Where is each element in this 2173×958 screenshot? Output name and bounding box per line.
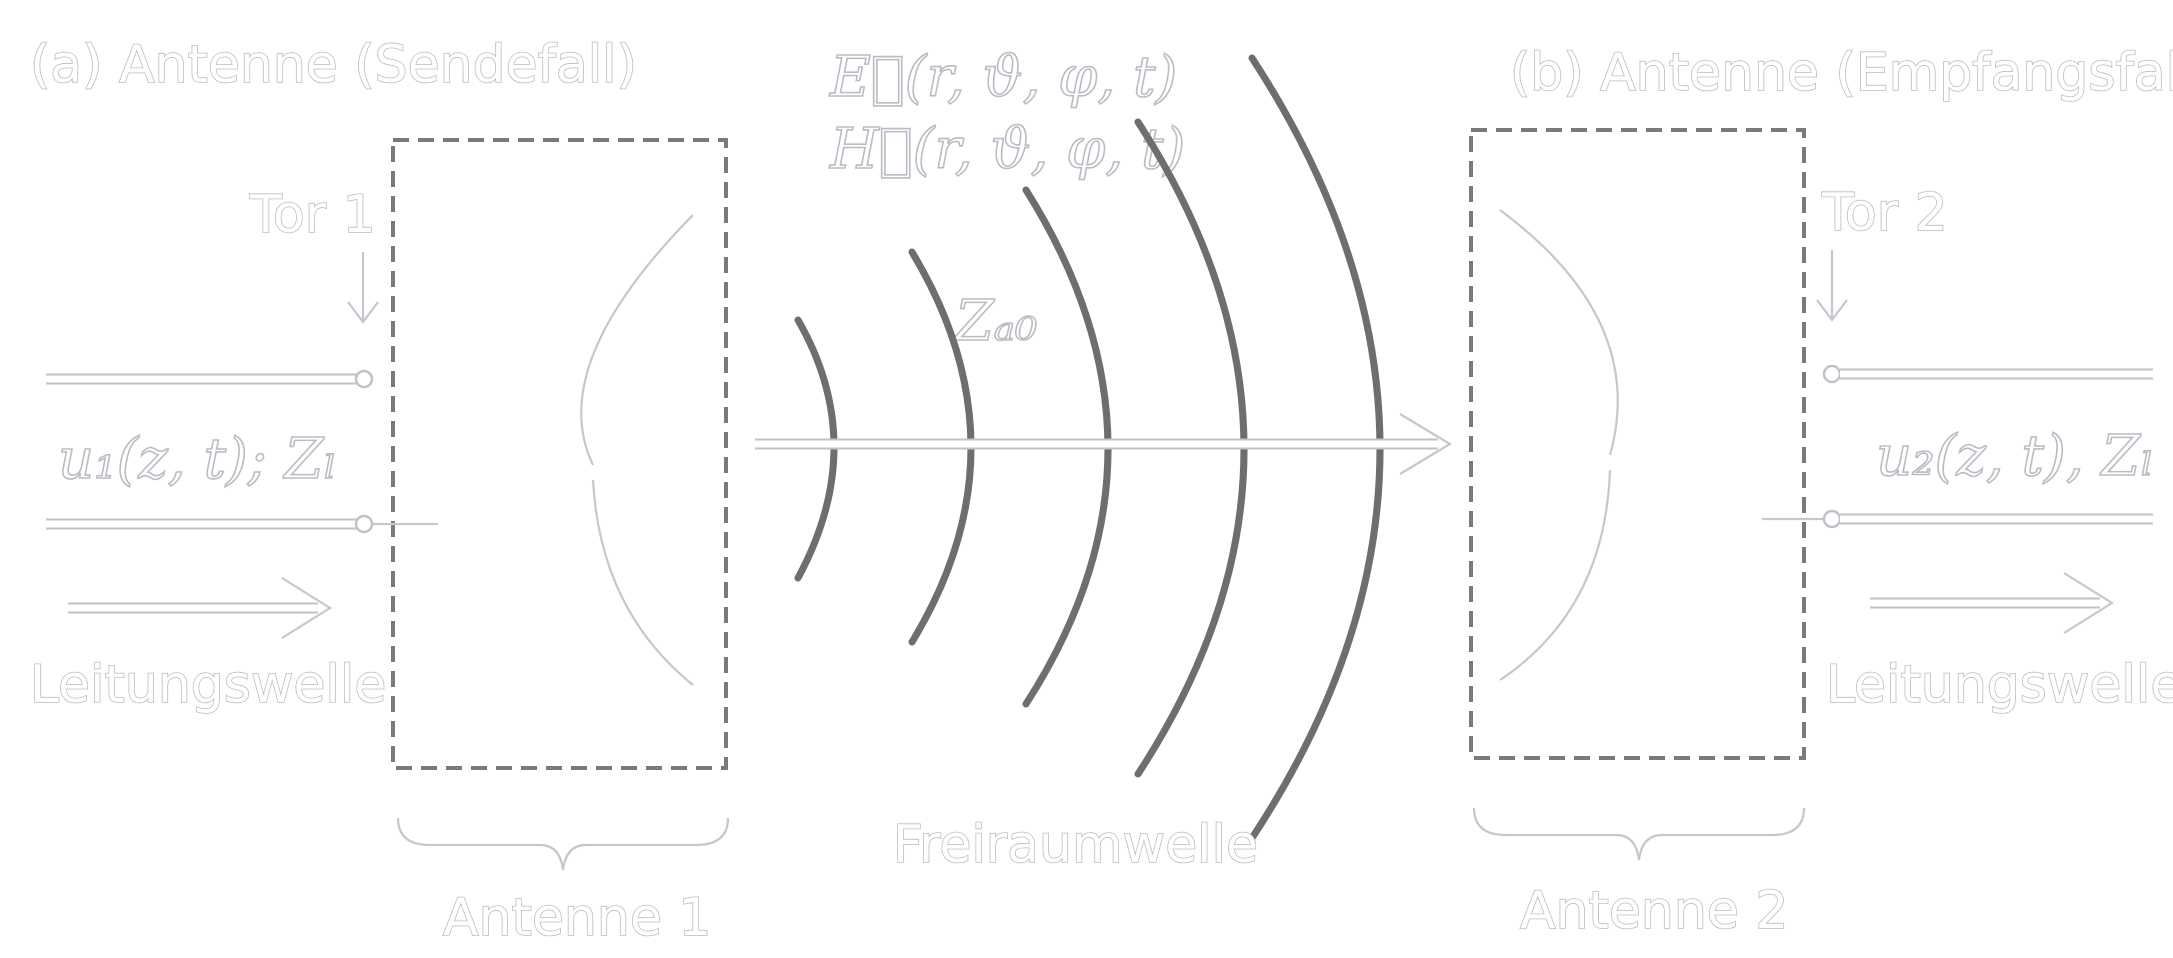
svg-text:H⃗(r, ϑ, φ, t): H⃗(r, ϑ, φ, t)	[829, 117, 1185, 182]
port2-node-top	[1822, 364, 1842, 384]
port1-node-top	[354, 369, 374, 389]
antenna2-arc-bottom	[1499, 469, 1612, 681]
e-field-label: E⃗(r, ϑ, φ, t)	[828, 44, 1178, 111]
antenna1-box	[391, 138, 728, 770]
line-wave-arrow-right	[1870, 572, 2115, 634]
line-wave-arrow-left	[68, 577, 333, 639]
h-field-text: H⃗(r, ϑ, φ, t)	[829, 117, 1185, 182]
antenna1-brace	[396, 817, 730, 871]
antenna1-arc-bottom	[591, 479, 694, 686]
transmission-line-left	[46, 369, 438, 534]
u1-label: u₁(z, t); Zₗ	[58, 427, 337, 492]
svg-text:E⃗(r, ϑ, φ, t): E⃗(r, ϑ, φ, t)	[829, 45, 1177, 110]
port1-arrow	[347, 252, 379, 324]
transmission-line-right	[1762, 364, 2153, 529]
title-a: (a) Antenne (Sendefall)	[30, 35, 637, 95]
u2-label: u₂(z, t), Zₗ	[1876, 424, 2154, 489]
title-b: (b) Antenne (Empfangsfall)	[1510, 43, 2173, 103]
antenna2-label: Antenne 2	[1520, 881, 1788, 941]
port1-node-bottom	[354, 514, 374, 534]
port2-node-bottom	[1822, 509, 1842, 529]
line-wave-left: Leitungswelle	[30, 655, 386, 715]
propagation-arrow	[755, 413, 1453, 475]
antenna2-box	[1469, 128, 1806, 760]
free-space-wave: Freiraumwelle	[893, 815, 1258, 875]
antenna1-arc-top	[580, 214, 694, 466]
line-wave-right: Leitungswelle	[1826, 655, 2173, 715]
port2-label: Tor 2	[1821, 183, 1948, 243]
antenna1-label: Antenne 1	[443, 888, 711, 948]
port2-arrow	[1816, 250, 1848, 322]
zf0-label: Zₐ₀	[953, 289, 1037, 354]
h-field-label: H⃗(r, ϑ, φ, t)	[828, 116, 1186, 183]
e-field-text: E⃗(r, ϑ, φ, t)	[829, 45, 1177, 110]
antenna2-brace	[1472, 807, 1806, 861]
antenna2-arc-top	[1499, 209, 1619, 456]
port1-label: Tor 1	[249, 185, 376, 245]
